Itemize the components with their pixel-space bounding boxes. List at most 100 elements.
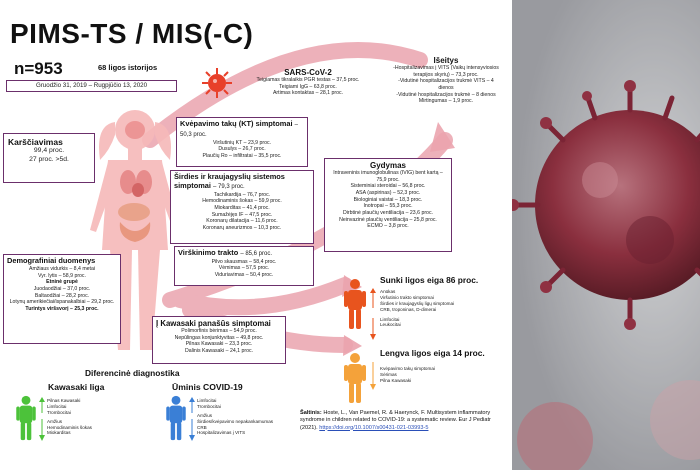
virus-icon — [202, 68, 232, 98]
ethnic-title: Etninė grupė — [46, 279, 78, 286]
kawasaki-item: Hemodinaminis šokas — [47, 424, 92, 430]
kawasaki-item: Trombocitai — [47, 409, 71, 415]
sars-contact: Artimas kontaktas – 28,1 proc. — [272, 90, 344, 97]
gi-box: Virškinimo trakto – 85,6 proc. Pilvo ska… — [174, 246, 314, 286]
gi-item: Vėmimas – 57,5 proc. — [218, 265, 270, 272]
severe-item: CRB, troponinas, D-dimerai — [380, 306, 437, 312]
respiratory-value: – 50,3 proc. — [180, 122, 298, 138]
outcome-title: Išeitys — [433, 56, 459, 65]
cardio-value: – 79,3 proc. — [213, 183, 245, 190]
ethnic-item: Lotynų amerikiečiai/ispanakalbiai – 29,2… — [9, 299, 115, 306]
treatment-item: Inotropai – 55,3 proc. — [363, 203, 413, 210]
gi-title: Virškinimo trakto — [178, 248, 239, 257]
kawasaki-item: Limfocitai — [47, 403, 67, 409]
respiratory-item: Dusulys – 26,7 proc. — [218, 146, 266, 153]
differential-title: Diferencinė diagnostika — [85, 368, 180, 378]
demographics-box: Demografiniai duomenys Amžiaus vidurkis … — [3, 254, 121, 344]
outcome-item: Mirtingumas – 1,9 proc. — [418, 98, 474, 105]
kawasaki-item: Pilnas Kawasaki — [47, 398, 81, 403]
treatment-item: Neinvazinė plaučių ventiliacija – 25,8 p… — [339, 216, 437, 223]
kawasaki-list: Pilnas Kawasaki Limfocitai Trombocitai A… — [47, 398, 92, 436]
severe-section: Sunki ligos eiga 86 proc. Anūkas Viršuti… — [380, 275, 510, 328]
kawasaki-item: Miokarditas — [47, 430, 71, 436]
gi-item: Viduriavimas – 50,4 proc. — [214, 272, 274, 279]
respiratory-box: Kvėpavimo takų (KT) simptomai – 50,3 pro… — [176, 117, 308, 167]
ethnic-item: Baltaodžiai – 28,2 proc. — [34, 292, 90, 299]
sars-igg: Teigiami IgG – 63,8 proc. — [279, 83, 337, 90]
kawasaki-like-title: Į Kawasaki panašūs simptomai — [156, 319, 271, 328]
arrow-to-sars — [142, 42, 428, 148]
treatment-item: ECMO – 3,8 proc. — [367, 223, 409, 230]
ethnic-item: Juodaodžiai – 37,0 proc. — [33, 285, 91, 292]
demographics-title: Demografiniai duomenys — [7, 256, 96, 265]
sars-pcr: Teigiamas tikralaikis PGR testas – 37,5 … — [256, 77, 360, 83]
date-range: Gruodžio 31, 2019 – Rugpjūčio 13, 2020 — [6, 80, 177, 92]
fever-box: Karščiavimas 99,4 proc. 27 proc. >5d. — [3, 133, 95, 183]
covid-item: Širdies/kvėpavimo nepakankamumas — [197, 418, 274, 424]
cardio-box: Širdies ir kraujagyslių sistemos simptom… — [170, 170, 314, 244]
child-figure-icon — [166, 395, 186, 441]
child-figure-icon — [16, 395, 36, 441]
covid-item: Amžius — [197, 412, 213, 418]
cardio-item: Miokarditas – 41,4 proc. — [214, 204, 270, 211]
cardio-item: Sumažėjęs IF – 47,5 proc. — [211, 211, 273, 218]
severe-item: Širdies ir kraujagyslių ligų simptomai — [380, 300, 455, 306]
kawasaki-like-item: Pilnas Kawasaki – 23,3 proc. — [185, 341, 253, 348]
covid-item: CRB — [197, 424, 207, 430]
outcome-section: Išeitys -Hospitalizavimas į VITS (Vaikų … — [390, 56, 502, 105]
covid-item: Limfocitai — [197, 398, 217, 403]
covid-item: Trombocitai — [197, 403, 221, 409]
girl-body-icon — [90, 110, 180, 350]
outcome-item: -Vidutinė hospitalizacijos trukmė VITS –… — [398, 78, 494, 91]
treatment-item: Dirbtinė plaučių ventiliacija – 23,6 pro… — [343, 209, 433, 216]
up-arrow-icon — [39, 397, 45, 441]
kawasaki-like-item: Polimorfinis bėrimas – 54,9 proc. — [181, 328, 257, 334]
mild-title: Lengva ligos eiga 14 proc. — [380, 348, 485, 358]
kawasaki-like-box: Į Kawasaki panašūs simptomai Polimorfini… — [152, 316, 286, 364]
severe-item: Anūkas — [380, 289, 396, 294]
demographics-age: Amžiaus vidurkis – 8,4 metai — [28, 265, 96, 272]
sample-size: n=953 — [14, 59, 63, 78]
overweight: Turintys viršsvorį – 25,3 proc. — [25, 305, 99, 312]
treatment-item: ASA (aspirinas) – 52,3 proc. — [355, 189, 421, 196]
outcome-item: -Vidutinė hospitalizacijos trukmė – 8 di… — [396, 91, 496, 98]
fever-title: Karščiavimas — [8, 137, 63, 147]
outcome-item: -Hospitalizavimas į VITS (Vaikų intensyv… — [393, 65, 499, 78]
treatment-item: Biologiniai vaistai – 18,3 proc. — [353, 196, 423, 203]
child-figure-icon — [344, 279, 366, 329]
demographics-sex: Vyr. lytis – 58,9 proc. — [38, 272, 86, 279]
severe-item: Limfocitai — [380, 316, 400, 322]
gi-item: Pilvo skausmas – 58,4 proc. — [211, 258, 277, 265]
severe-item: Leukocitai — [380, 322, 401, 328]
respiratory-title: Kvėpavimo takų (KT) simptomai — [180, 119, 293, 128]
source-text: Hoste, L., Van Paemel, R. & Haerynck, F.… — [300, 410, 491, 431]
kawasaki-title: Kawasaki liga — [48, 382, 105, 392]
treatment-item: Intraveninis imunoglobulinas (IVIG) bent… — [333, 170, 443, 183]
page-title: PIMS-TS / MIS(-C) — [10, 18, 254, 49]
fever-rate: 99,4 proc. — [33, 147, 65, 154]
cardio-item: Koronarų aneurizmos – 10,3 proc. — [202, 224, 282, 231]
mild-item: Kvėpavimo takų simptomai — [380, 366, 435, 371]
covid-list: Limfocitai Trombocitai Amžius Širdies/kv… — [197, 398, 273, 436]
mild-item: Pilna Kawasaki — [380, 377, 412, 383]
severe-item: Viršutinio trakto simptomai — [380, 294, 434, 300]
sars-section: SARS-CoV-2 Teigiamas tikralaikis PGR tes… — [238, 68, 378, 97]
up-arrow-icon — [370, 288, 376, 340]
mild-item: Sėrimas — [380, 371, 397, 377]
treatment-item: Sisteminiai steroidai – 56,8 proc. — [350, 183, 426, 190]
cardio-item: Hemodinaminis šokas – 59,9 proc. — [202, 198, 282, 205]
down-arrow-icon — [370, 362, 376, 390]
cardio-item: Koronarų dilatacija – 11,6 proc. — [206, 218, 278, 225]
cardio-title: Širdies ir kraujagyslių sistemos simptom… — [174, 172, 285, 190]
fever-duration: 27 proc. >5d. — [29, 155, 69, 163]
treatment-box: Gydymas Intraveninis imunoglobulinas (IV… — [324, 158, 452, 252]
case-count: 68 ligos istorijos — [98, 63, 158, 72]
child-figure-icon — [344, 353, 366, 403]
severe-title: Sunki ligos eiga 86 proc. — [380, 275, 479, 285]
source-link[interactable]: https://doi.org/10.1007/s00431-021-03993… — [319, 424, 429, 431]
kawasaki-item: Amžius — [47, 418, 63, 424]
cardio-item: Tachikardija – 76,7 proc. — [213, 191, 271, 198]
gi-value: – 85,6 proc. — [240, 251, 272, 257]
source-label: Šaltinis: — [300, 410, 322, 416]
respiratory-item: Plaučių Ro – infiltratai – 35,5 proc. — [202, 152, 282, 159]
